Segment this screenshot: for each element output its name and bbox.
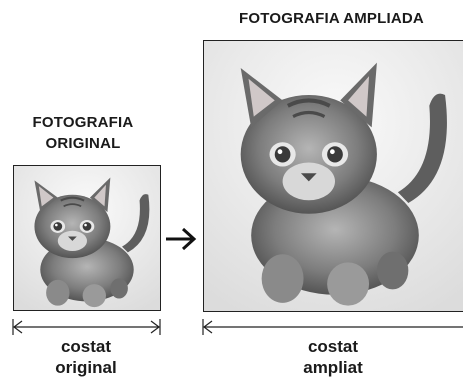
enlarged-title-text: FOTOGRAFIA AMPLIADA — [200, 8, 463, 29]
original-kitten-photo — [13, 165, 161, 311]
kitten-photo-small — [14, 166, 160, 310]
original-title-line1: FOTOGRAFIA — [8, 112, 158, 133]
enlarged-side-caption: costat ampliat — [203, 336, 463, 378]
original-caption-line2: original — [8, 357, 164, 378]
original-side-caption: costat original — [8, 336, 164, 378]
enlarged-kitten-photo — [203, 40, 463, 312]
enlarged-caption-line2: ampliat — [203, 357, 463, 378]
kitten-photo-large — [204, 41, 463, 311]
original-title-line2: ORIGINAL — [8, 133, 158, 154]
enlarged-photo-title: FOTOGRAFIA AMPLIADA — [200, 8, 463, 29]
original-caption-line1: costat — [8, 336, 164, 357]
enlarged-caption-line1: costat — [203, 336, 463, 357]
original-photo-title: FOTOGRAFIA ORIGINAL — [8, 112, 158, 154]
arrow-right-icon — [164, 226, 198, 257]
